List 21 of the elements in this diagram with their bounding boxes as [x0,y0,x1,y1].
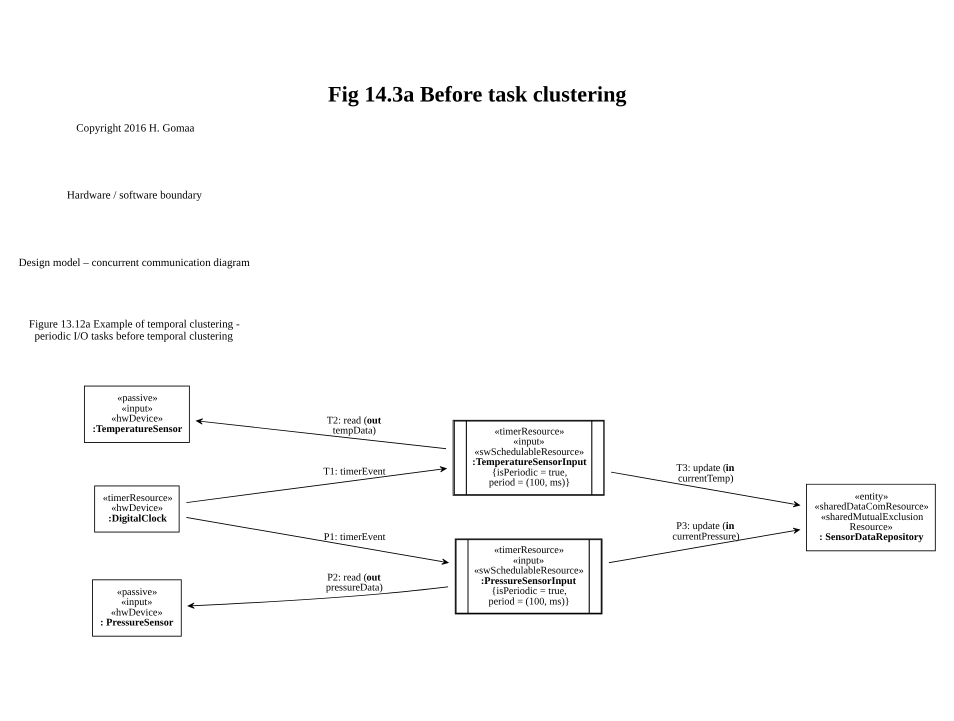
diagram-title: Fig 14.3a Before task clustering [328,82,627,107]
label: Figure 13.12a Example of temporal clustering - periodic I/O tasks before temporal clustering [28,318,240,343]
edge-label: P2: read (out pressureData) [326,572,383,594]
arrow [186,516,448,565]
edge-label: T3: update (in currentTemp) [676,463,734,484]
node-box: «passive» «input» «hwDevice» :TemperatureSensor [84,386,190,443]
label: Design model – concurrent communication diagram [18,257,250,270]
arrow [186,466,447,504]
edge-label: T2: read (out tempData) [326,415,382,437]
label: Copyright 2016 H. Gomaa [76,122,194,134]
label: Hardware / software boundary [66,190,202,202]
edge-label: P1: timerEvent [324,532,386,544]
node-box: «timerResource» «hwDevice» :DigitalClock [94,486,180,532]
node-box: «entity» «sharedDataComResource» «sharedMutualExclusion Resource» : SensorDataRepository [806,484,936,552]
arrow [610,472,800,508]
arrow [196,418,446,450]
edge-label: T1: timerEvent [323,466,386,478]
arrow [608,528,800,564]
edge-label: P3: update (in currentPressure) [672,521,740,542]
node-box: «passive» «input» «hwDevice» : PressureSensor [92,579,182,637]
arrow [188,586,449,609]
